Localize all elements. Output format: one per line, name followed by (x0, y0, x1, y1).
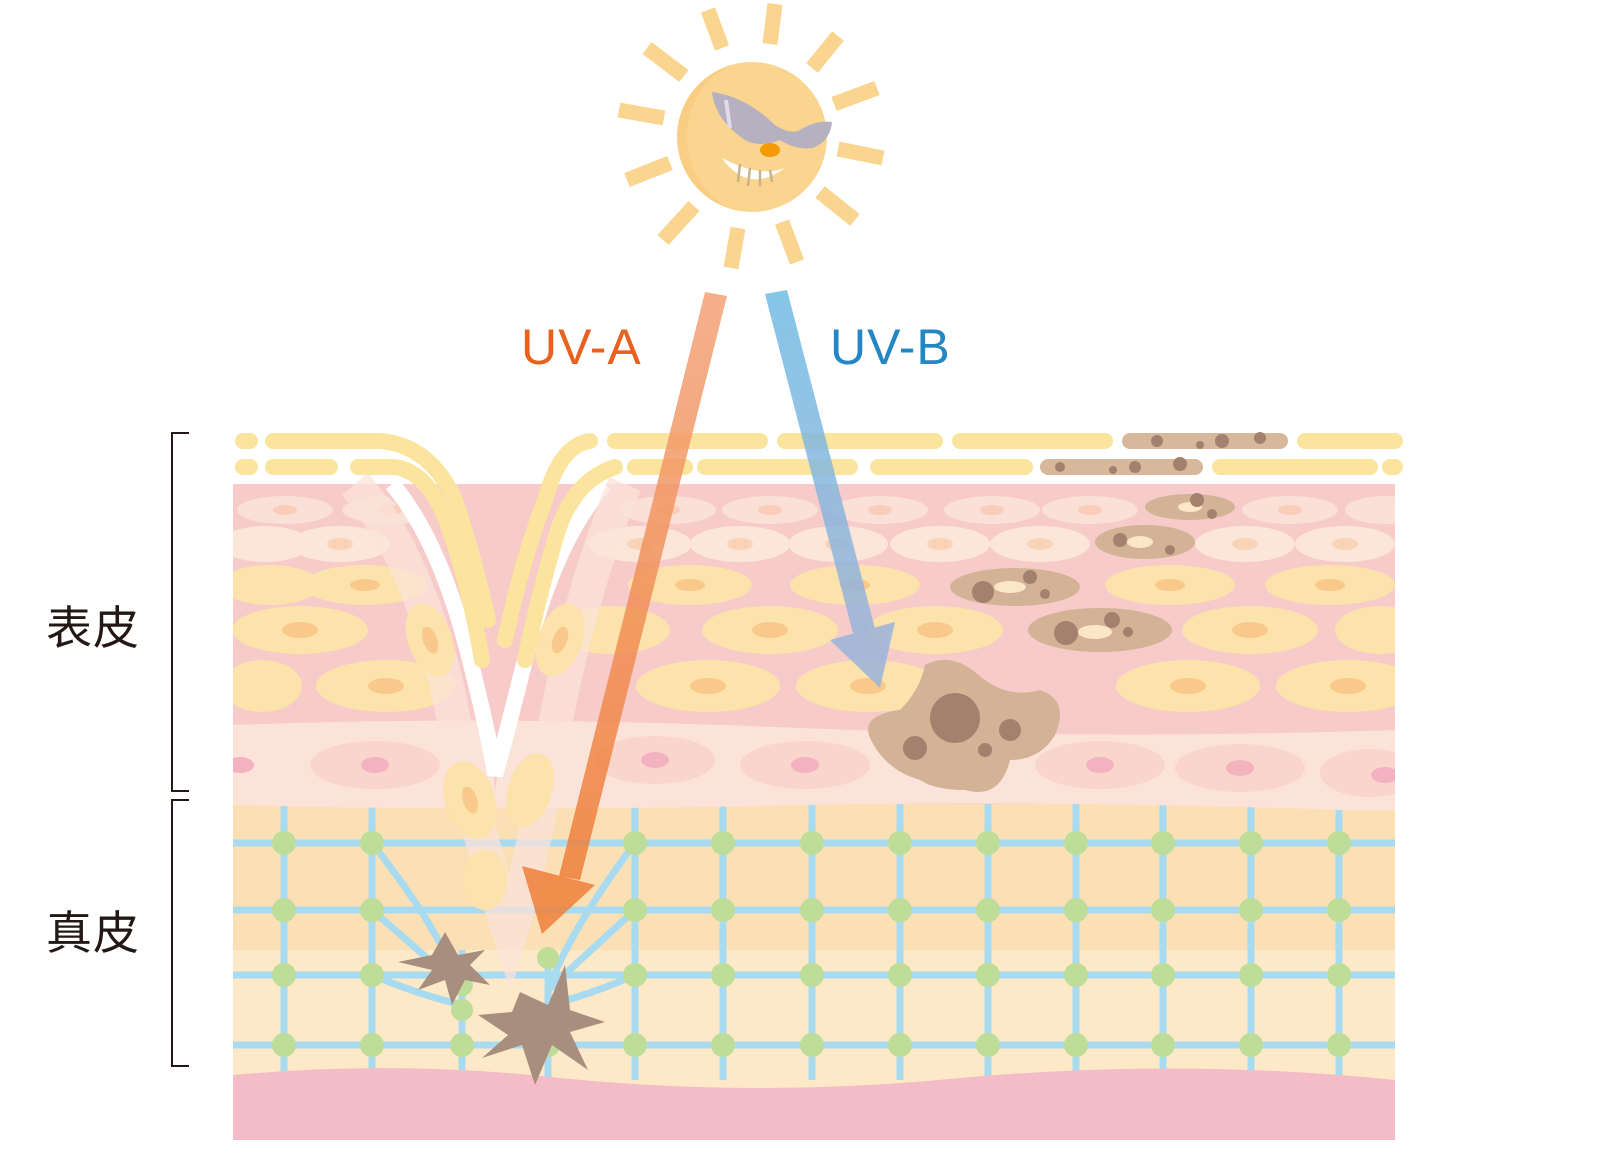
uvb-arrow (765, 290, 895, 688)
damaged-fibroblast-star-icon (398, 932, 605, 1085)
subcutaneous-layer (233, 1068, 1395, 1140)
pigmented-cells (950, 493, 1235, 652)
epidermis-label: 表皮 (46, 601, 140, 655)
collagen-nodes (272, 831, 1351, 1057)
uva-label: UV-A (521, 319, 642, 375)
dermis-bracket (171, 799, 189, 1067)
sun-with-sunglasses-icon (617, 3, 885, 270)
dermis-label: 真皮 (46, 906, 140, 960)
melanocyte-cell-icon (868, 659, 1060, 792)
uvb-label: UV-B (830, 319, 951, 375)
epidermis-bracket (171, 432, 189, 792)
uva-arrow (522, 292, 727, 934)
dermis-layer (233, 790, 1395, 1140)
